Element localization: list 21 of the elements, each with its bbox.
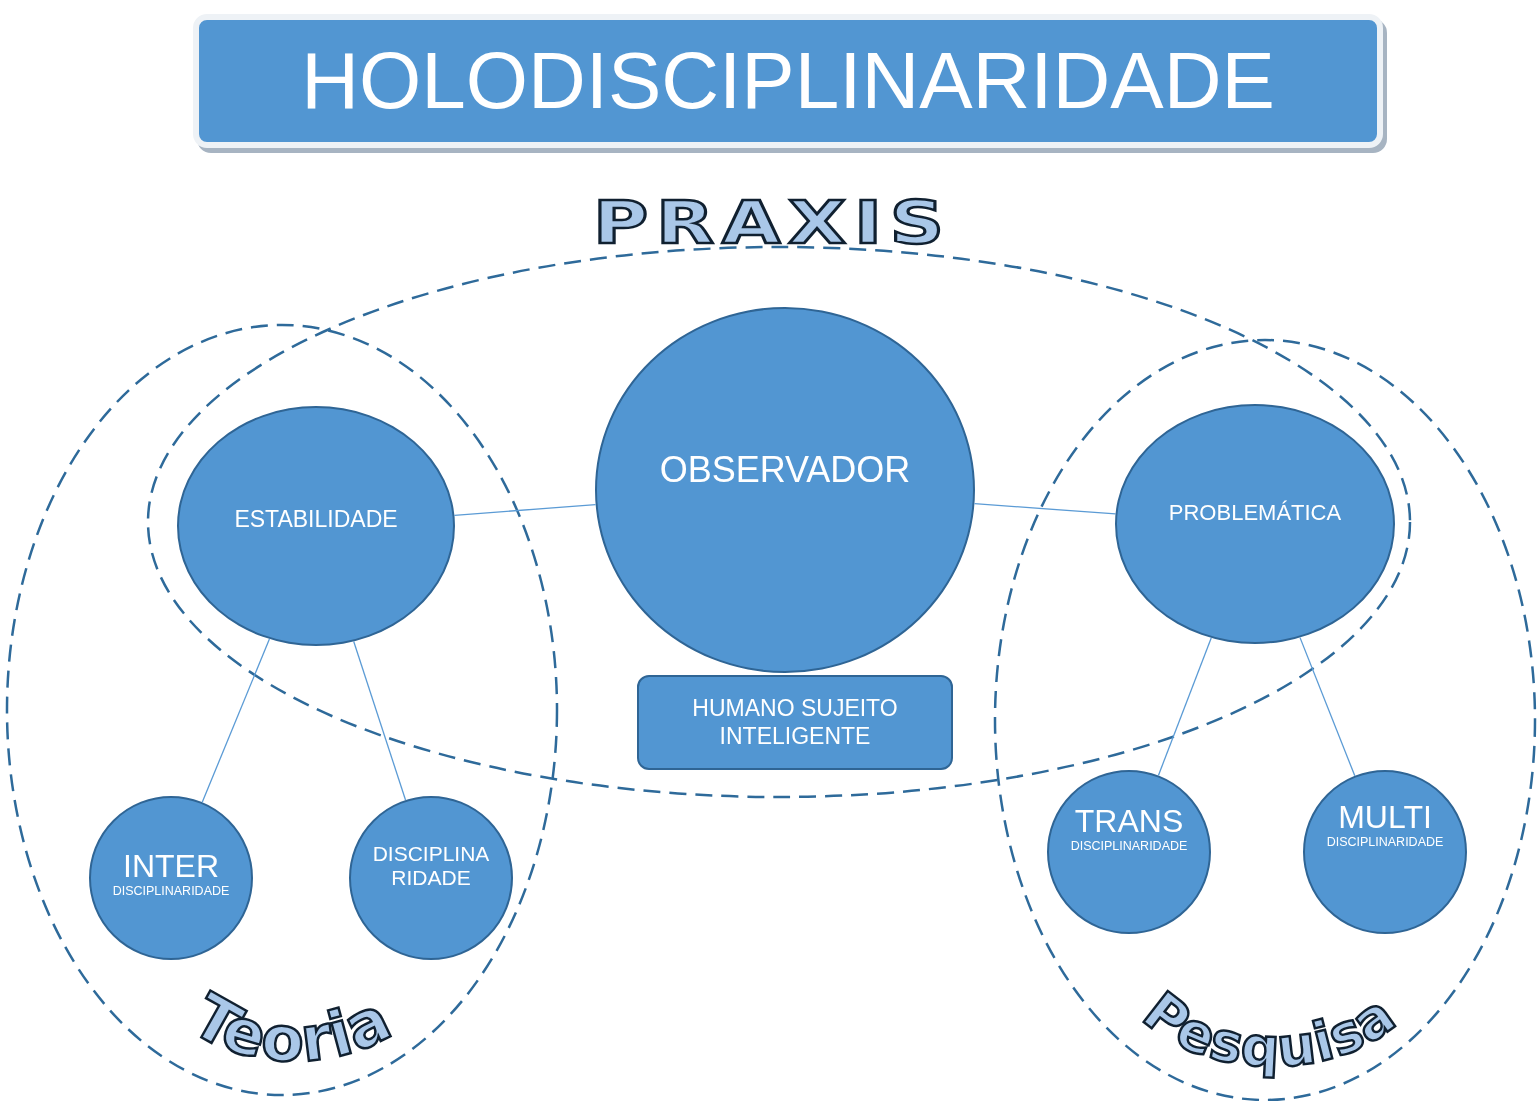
connector-line [1157,637,1212,777]
node-label: INTER [122,848,220,885]
node-label: PROBLEMÁTICA [1167,500,1343,526]
node-label: DISCIPLINA RIDADE [371,842,491,891]
connector-line [973,503,1117,515]
node-label: DISCIPLINARIDADE [1325,835,1445,849]
curved-label: Pesquisa [1131,979,1407,1080]
connector-line [1299,636,1356,777]
node-label: ESTABILIDADE [233,506,399,533]
node-label: OBSERVADOR [658,449,912,491]
connector-line [353,640,407,801]
region-heading: PRAXIS [593,194,952,252]
curved-label: Teoria [180,979,403,1077]
node-label: DISCIPLINARIDADE [111,884,231,898]
node-label: MULTI [1337,799,1433,836]
connector-line [453,503,597,516]
connector-line [201,638,271,803]
node-label: HUMANO SUJEITO INTELIGENTE [691,694,899,751]
node-label: TRANS [1073,803,1185,840]
node-label: DISCIPLINARIDADE [1069,839,1189,853]
rounded-box [637,675,953,770]
